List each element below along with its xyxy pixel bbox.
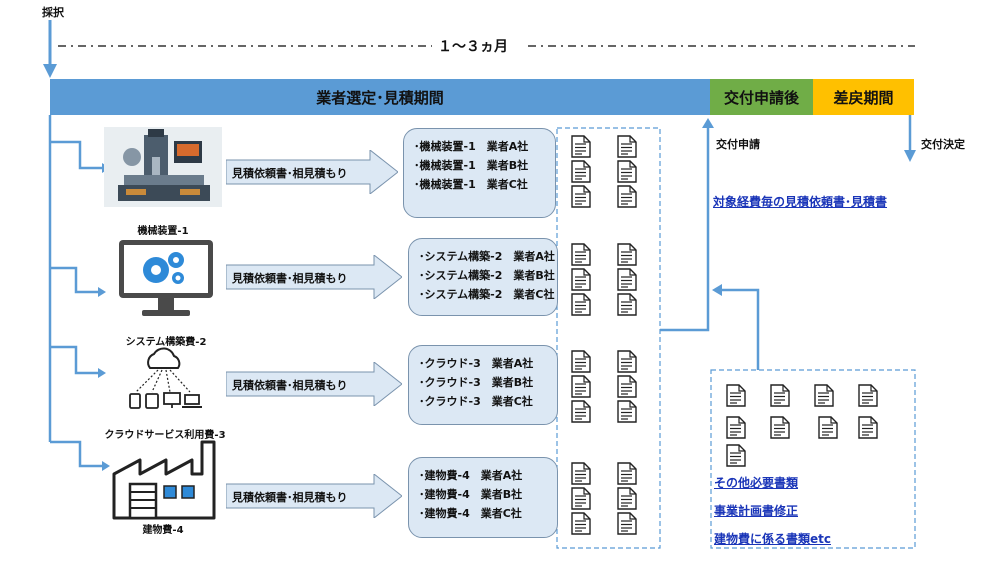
category-caption: 機械装置-1 [137,226,189,237]
estimate-docs-link[interactable]: 対象経費毎の見積依頼書･見積書 [713,195,888,209]
other-docs-link[interactable]: その他必要書類 [714,476,799,490]
request-arrow: 見積依頼書･相見積もり [226,362,402,406]
business-plan-link[interactable]: 事業計画書修正 [714,504,799,518]
grant-application-bar: 交付申請後 [710,79,813,115]
vendor-item: ･システム構築-2 業者B社 [419,269,555,282]
grant-decision-label: 交付決定 [921,138,965,151]
category-caption: 建物費-4 [142,525,184,536]
request-arrow: 見積依頼書･相見積もり [226,255,402,299]
adoption-label: 採択 [42,6,64,19]
vendor-item: ･クラウド-3 業者C社 [419,395,533,408]
building-docs-link[interactable]: 建物費に係る書類etc [714,532,831,546]
vendor-box: ･建物費-4 業者A社 ･建物費-4 業者B社 ･建物費-4 業者C社 [408,457,558,538]
grant-application-label: 交付申請 [716,138,760,151]
vendor-box: ･システム構築-2 業者A社 ･システム構築-2 業者B社 ･システム構築-2 … [408,238,558,316]
vendor-item: ･クラウド-3 業者A社 [419,357,534,370]
vendor-box: ･クラウド-3 業者A社 ･クラウド-3 業者B社 ･クラウド-3 業者C社 [408,345,558,425]
machine-tool-icon [104,127,222,207]
category-caption: システム構築費-2 [125,337,207,348]
vendor-box: ･機械装置-1 業者A社 ･機械装置-1 業者B社 ･機械装置-1 業者C社 [403,128,556,218]
vendor-item: ･機械装置-1 業者B社 [414,159,529,172]
vendor-item: ･建物費-4 業者C社 [419,507,522,520]
estimate-docs-frame [556,127,661,549]
other-docs-frame [710,369,916,549]
return-period-bar: 差戻期間 [813,79,914,115]
selection-period-bar: 業者選定･見積期間 [50,79,710,115]
cloud-devices-icon [122,346,206,412]
vendor-item: ･機械装置-1 業者A社 [414,140,529,153]
vendor-item: ･建物費-4 業者B社 [419,488,523,501]
vendor-item: ･機械装置-1 業者C社 [414,178,528,191]
vendor-item: ･クラウド-3 業者B社 [419,376,534,389]
vendor-item: ･システム構築-2 業者C社 [419,288,555,301]
vendor-item: ･建物費-4 業者A社 [419,469,523,482]
factory-icon [110,440,220,520]
category-caption: クラウドサービス利用費-3 [104,430,226,441]
request-arrow: 見積依頼書･相見積もり [226,150,398,194]
vendor-item: ･システム構築-2 業者A社 [419,250,555,263]
monitor-gears-icon [118,238,214,320]
request-arrow: 見積依頼書･相見積もり [226,474,402,518]
period-label: １～３ヵ月 [438,39,508,55]
